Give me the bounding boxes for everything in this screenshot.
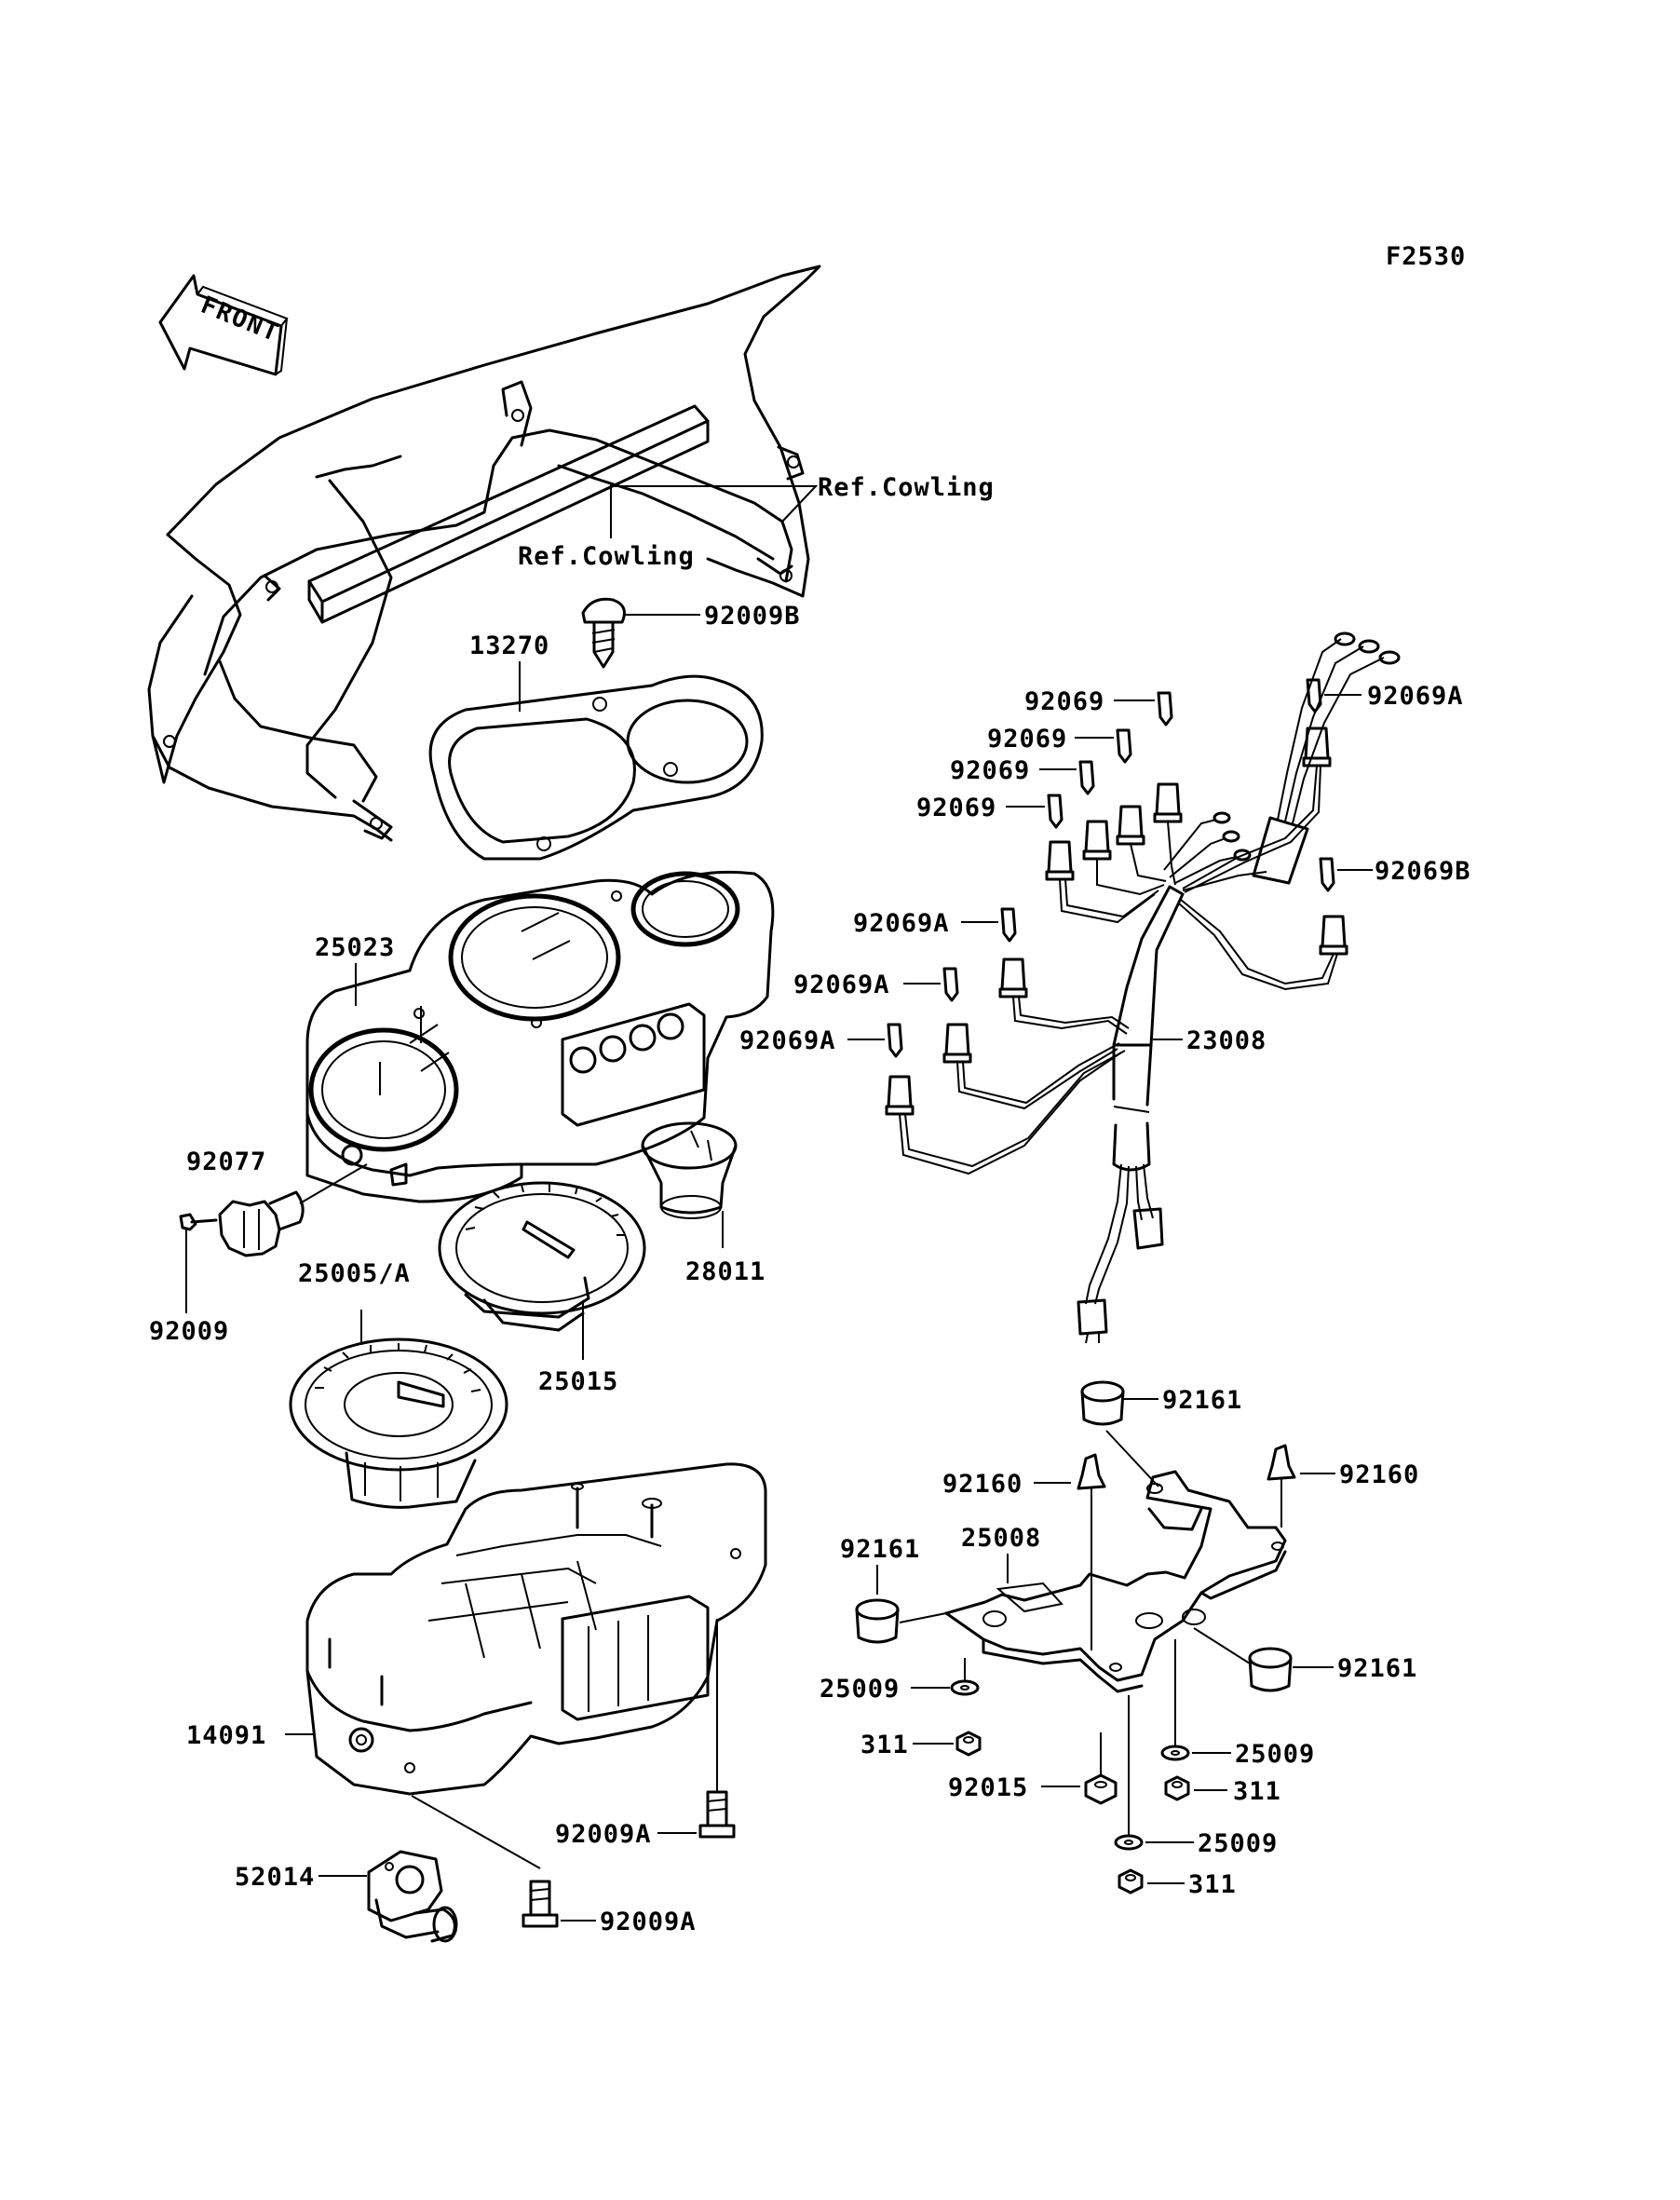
nut-311-3 [1118,1868,1144,1894]
leader-ref-cowling-upper [613,485,819,523]
screw-92009a-2 [411,1795,559,1928]
label-311-3: 311 [1188,1870,1237,1899]
label-92069-1: 92069 [1024,687,1104,716]
label-92077: 92077 [186,1148,266,1176]
label-25005a: 25005/A [298,1259,411,1288]
label-92069a-3: 92069A [793,971,890,999]
meter-unit-28011 [641,1121,738,1219]
label-92069a-1: 92069A [1367,682,1464,711]
washer-25009-1 [950,1658,980,1696]
front-label: FRONT [196,292,283,348]
label-92160-1: 92160 [942,1470,1023,1499]
label-311-1: 311 [860,1731,909,1759]
label-25023: 25023 [315,933,395,962]
grommet-92161-1 [1080,1380,1159,1487]
label-ref-cowling-upper: Ref.Cowling [818,473,995,502]
bracket-25008 [944,1470,1287,1693]
figure-code: F2530 [1386,242,1466,271]
label-25009-2: 25009 [1235,1740,1315,1769]
label-23008: 23008 [1186,1026,1267,1055]
label-ref-cowling-lower: Ref.Cowling [518,542,695,571]
label-92009a-1: 92009A [555,1820,652,1849]
label-92069a-4: 92069A [739,1026,836,1055]
tachometer-25015 [438,1181,646,1332]
bulb-92069a-1 [1306,678,1362,713]
label-92160-2: 92160 [1339,1460,1419,1489]
screw-92009b [581,597,626,669]
label-14091: 14091 [186,1721,266,1750]
label-92069-3: 92069 [950,756,1030,785]
label-92161-2: 92161 [840,1535,920,1564]
label-25015: 25015 [538,1367,618,1396]
bulb-92069a-4 [847,1023,903,1058]
cowling-outline [147,265,821,842]
gearbox-52014 [367,1850,458,1943]
meter-case-upper-25023 [305,870,775,1203]
bulb-92069a-2 [961,907,1017,943]
label-25009-3: 25009 [1198,1829,1278,1858]
label-92009b: 92009B [704,602,801,631]
label-28011: 28011 [685,1257,765,1286]
nut-92015 [1084,1732,1118,1805]
label-92009: 92009 [149,1317,229,1346]
meter-case-lower-14091 [305,1462,767,1796]
grommet-92161-2 [855,1598,947,1644]
gasket-13270 [428,674,764,861]
bulb-92069a-3 [903,967,959,1002]
bulb-92069-1 [1114,691,1173,727]
label-92009a-2: 92009A [600,1908,697,1936]
label-13270: 13270 [469,631,549,660]
label-25008: 25008 [961,1524,1041,1553]
nut-311-1 [955,1731,982,1757]
label-92161-1: 92161 [1162,1386,1242,1415]
front-arrow-icon: FRONT [158,274,289,376]
nut-311-2 [1164,1775,1190,1801]
label-92161-3: 92161 [1337,1654,1417,1683]
speedometer-25005a [289,1338,508,1509]
washer-25009-2 [1160,1639,1190,1761]
label-92069-2: 92069 [987,725,1067,754]
label-92069-4: 92069 [916,794,996,822]
bulb-92069-2 [1075,728,1132,764]
label-92069b: 92069B [1375,857,1471,886]
washer-25009-3 [1114,1695,1144,1851]
label-52014: 52014 [235,1863,315,1892]
damper-92160-2 [1267,1444,1296,1528]
knob-92077 [218,1163,368,1257]
label-311-2: 311 [1233,1777,1281,1806]
bulb-92069-3 [1039,760,1095,795]
bulb-92069-4 [1006,794,1064,829]
label-25009-1: 25009 [820,1675,900,1704]
label-92069a-2: 92069A [853,909,950,938]
bulb-92069b [1319,857,1373,892]
grommet-92161-3 [1193,1627,1293,1692]
label-92015: 92015 [948,1773,1028,1802]
damper-92160-1 [1077,1453,1106,1650]
screw-92009a-1 [698,1619,736,1839]
wiring-harness-23008 [885,631,1401,1344]
screw-92009 [179,1213,218,1231]
